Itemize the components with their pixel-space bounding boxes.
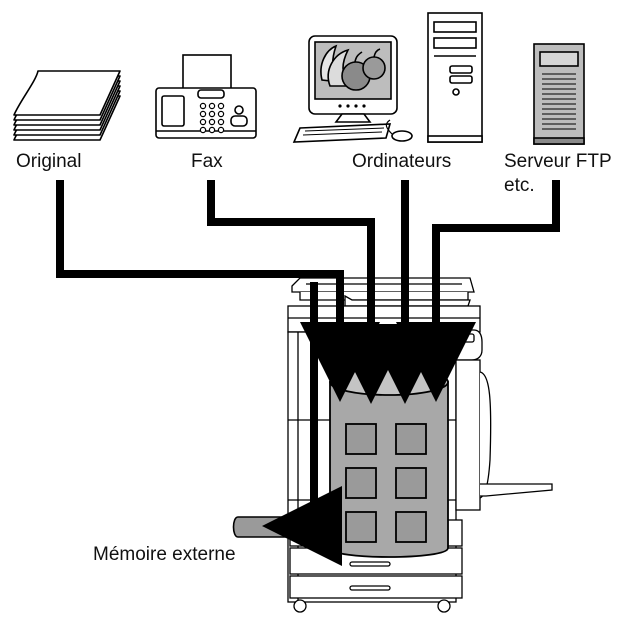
hard-disk-storage-icon [329, 368, 449, 558]
flow-arrow-original [56, 180, 380, 402]
label-ftp-etc: etc. [504, 175, 535, 196]
usb-memory-icon [232, 516, 289, 538]
flow-arrow-ftp [396, 180, 560, 402]
server-icon [533, 43, 585, 145]
label-fax: Fax [191, 151, 223, 172]
fax-machine-icon [155, 54, 257, 139]
paper-stack-icon [13, 70, 121, 141]
flow-arrow-external-memory [262, 282, 342, 566]
label-external-memory: Mémoire externe [93, 544, 236, 565]
label-ftp-server: Serveur FTP [504, 151, 612, 172]
label-original: Original [16, 151, 81, 172]
label-computers: Ordinateurs [352, 151, 451, 172]
flow-arrow-fax [207, 180, 411, 404]
computer-icon [292, 12, 483, 143]
